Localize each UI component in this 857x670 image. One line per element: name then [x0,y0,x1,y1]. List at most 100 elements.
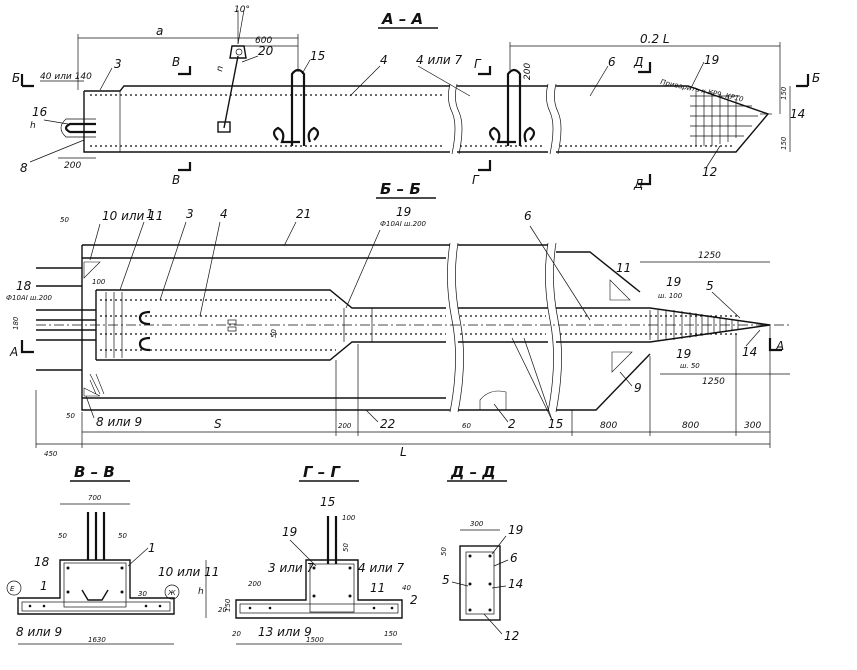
aa-cut-b-right-label: Б [812,71,820,85]
vv-label-8-9: 8 или 9 [16,625,62,639]
title-section-aa: А – А [381,10,423,28]
vv-rib-cage [63,562,127,608]
aa-break-1b [455,83,463,155]
aa-cut-b-left-label: Б [12,71,20,85]
title-section-bb: Б – Б [380,180,421,198]
gg-slab-mesh [239,603,399,614]
bb-slab-outline-mid [458,244,548,411]
section-aa: a 600 10° n 0.2 L 40 или 140 200 200 150… [12,5,820,191]
title-section-gg: Г – Г [303,463,342,481]
bb-dim-60: 60 [462,422,471,430]
bb-label-8-9: 8 или 9 [96,415,142,429]
bb-label-22: 22 [380,417,395,431]
aa-beam-top-left [84,85,450,92]
bb-cut-a-right-label: А [775,339,784,353]
aa-cut-b-left [20,74,34,88]
vv-circle-e [6,580,22,596]
aa-break-2a [546,83,554,155]
aa-dim-200-top: 200 [523,63,533,80]
aa-end-loop-16 [64,122,96,134]
aa-anchor-20-plate [217,121,231,133]
gg-label-11: 11 [370,581,385,595]
bb-corner-hatch-11 [609,279,631,301]
vv-dim-30: 30 [138,590,147,598]
aa-label-6: 6 [608,55,616,69]
bb-label-10-11: 10 или 11 [102,209,163,223]
aa-label-19: 19 [704,53,719,67]
dd-dim-300: 300 [470,520,484,528]
vv-slab-mesh [21,601,171,612]
aa-anchor-20-rod [223,55,239,129]
vv-circle-zh [164,584,180,600]
bb-end-hook-1 [138,310,151,326]
gg-dim-100: 100 [342,514,356,522]
aa-lifting-loop-15a [272,68,320,146]
aa-angle-ray [237,9,245,45]
aa-label-20: 20 [258,44,274,58]
gg-rib-cage [309,563,355,613]
bb-slab-outline-right [556,251,651,411]
bb-dim-1250-top: 1250 [698,251,721,261]
aa-cut-d-top [638,62,652,74]
gg-label-19: 19 [282,525,297,539]
bb-dim-800a: 800 [600,421,617,431]
bb-beam-outline [96,289,446,361]
aa-label-4-or-7: 4 или 7 [416,53,463,67]
bb-label-15: 15 [548,417,563,431]
bb-rebar-note-mid: Ф10АI ш.200 [380,220,427,228]
aa-dim-h: h [30,121,36,131]
gg-dim-20: 20 [218,606,227,614]
aa-dim-600: 600 [255,36,272,46]
dd-label-6: 6 [510,551,518,565]
bb-step-100: ш. 100 [658,292,683,300]
gg-label-2: 2 [410,593,418,607]
bb-dim-800b: 800 [682,421,699,431]
aa-cut-v-top-label: В [172,55,180,69]
aa-beam-mid [457,85,548,153]
bb-dim-1250-bot: 1250 [702,377,725,387]
gg-label-4-7: 4 или 7 [358,561,405,575]
aa-lifting-loop-15b [488,68,536,146]
bb-beam-mid [458,307,548,343]
bb-label-19: 19 [396,205,411,219]
bb-label-1: 1 [146,207,154,221]
aa-weld-note: Приварить к КР9, КР10 [660,78,745,104]
aa-dim-n: n [215,65,226,73]
aa-label-8: 8 [20,161,28,175]
section-vv: 700 50 50 18 1 1 10 или 11 30 Е Ж 8 или … [6,494,219,645]
aa-angle: 10° [234,5,250,15]
bb-dim-300: 300 [744,421,761,431]
vv-circle-zh-label: Ж [167,589,176,597]
bb-label-3: 3 [186,207,194,221]
bb-label-18: 18 [16,279,32,293]
dd-dim-50: 50 [440,547,448,556]
gg-dim-h: h [198,587,204,597]
bb-break-1a [447,242,456,413]
vv-label-1b: 1 [148,541,156,555]
aa-dim-150b: 150 [780,136,788,150]
bb-dim-200: 200 [338,422,352,430]
aa-nose-mesh [690,92,758,146]
bb-nose-stirrups [649,310,739,340]
bb-break-2b [553,242,562,413]
vv-dim-50a: 50 [58,532,67,540]
gg-dim-200: 200 [248,580,262,588]
aa-label-3: 3 [114,57,122,71]
aa-dim-40-140: 40 или 140 [40,72,92,82]
bb-corner-hatch-left [83,261,101,397]
bb-label-6: 6 [524,209,532,223]
vv-dim-1630: 1630 [88,636,106,644]
bb-dim-50-mid: 50 [270,329,278,338]
gg-dim-1500: 1500 [306,636,324,644]
bb-rebar-note-left: Ф10АI ш.200 [6,294,53,302]
dd-label-19: 19 [508,523,523,537]
bb-cut-a-left-label: А [9,345,18,359]
bb-label-14: 14 [742,345,757,359]
bb-label-21: 21 [296,207,311,221]
dd-label-5: 5 [442,573,450,587]
section-bb: А А 50 10 или 11 1 3 4 21 19 Ф10АI ш.200… [6,205,790,459]
bb-label-2: 2 [508,417,516,431]
aa-cut-v-bottom [178,162,192,172]
dd-label-14: 14 [508,577,523,591]
